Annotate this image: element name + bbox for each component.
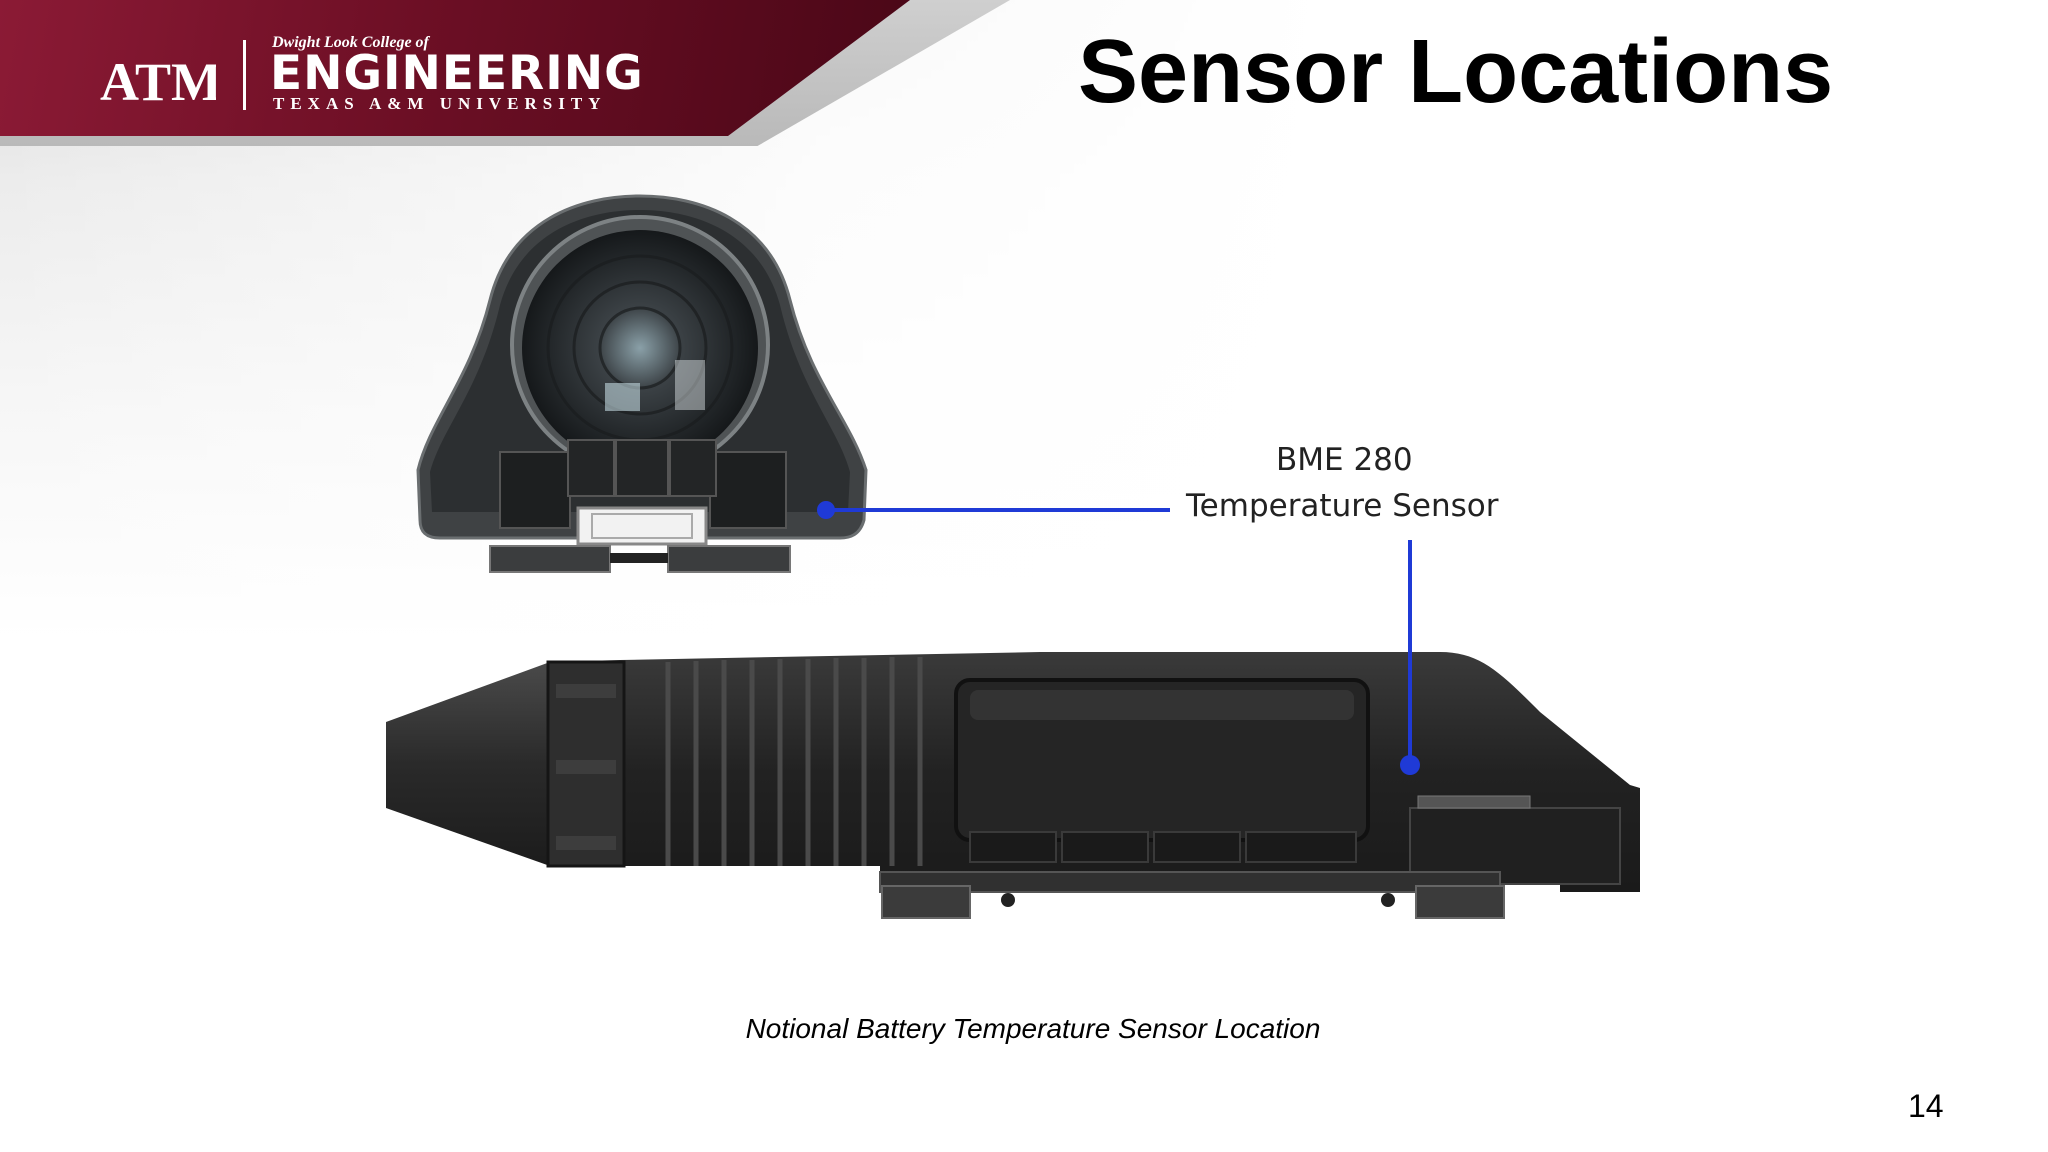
side-nose-cone (386, 662, 550, 866)
side-section-view (386, 652, 1640, 919)
sensor-description-label: Temperature Sensor (1186, 488, 1499, 524)
side-inlet-band-3 (556, 836, 616, 850)
front-left-compartment (499, 451, 571, 529)
college-name: ENGINEERING (270, 46, 644, 101)
front-battery-tray-inner (591, 513, 693, 539)
atm-logo: ATM (100, 52, 216, 112)
front-right-compartment (709, 451, 787, 529)
slide-title: Sensor Locations (1078, 22, 1834, 122)
front-foot-link (610, 553, 668, 563)
university-name: TEXAS A&M UNIVERSITY (273, 94, 607, 113)
front-duct-opening (522, 230, 758, 466)
front-right-foot (667, 545, 791, 573)
side-base-rail (879, 871, 1501, 893)
side-inlet-band-1 (556, 684, 616, 698)
sensor-name-label: BME 280 (1276, 442, 1413, 478)
sensor-marker-side (1400, 755, 1420, 775)
side-electronics-board (1417, 795, 1531, 809)
side-battery-cell-4 (1245, 831, 1357, 863)
figure-caption: Notional Battery Temperature Sensor Loca… (745, 1013, 1321, 1044)
front-center-block-right (669, 439, 717, 497)
side-battery-cell-2 (1061, 831, 1149, 863)
front-center-block-mid (615, 439, 669, 497)
header-banner (0, 0, 910, 136)
logo-divider (243, 40, 246, 110)
front-duct-light-2 (675, 360, 705, 410)
side-stiffener-ribs (665, 657, 923, 866)
front-duct-ring-inner-2 (572, 280, 708, 416)
college-prefix: Dwight Look College of (272, 34, 429, 51)
front-center-block-left (567, 439, 615, 497)
side-battery-cell-3 (1153, 831, 1241, 863)
sensor-marker-front (817, 501, 835, 519)
atm-logo-text: ATM (100, 52, 216, 112)
side-bolt-left (1001, 893, 1015, 907)
side-inlet-band-2 (556, 760, 616, 774)
front-section-view (416, 194, 868, 573)
page-number: 14 (1908, 1088, 1944, 1124)
side-battery-cell-1 (969, 831, 1057, 863)
sensor-callout (817, 501, 1420, 775)
front-duct-light-1 (605, 383, 640, 411)
side-bolt-right (1381, 893, 1395, 907)
front-left-foot (489, 545, 611, 573)
side-left-mount (881, 885, 971, 919)
side-right-mount (1415, 885, 1505, 919)
side-battery-pack-highlight (970, 690, 1354, 720)
